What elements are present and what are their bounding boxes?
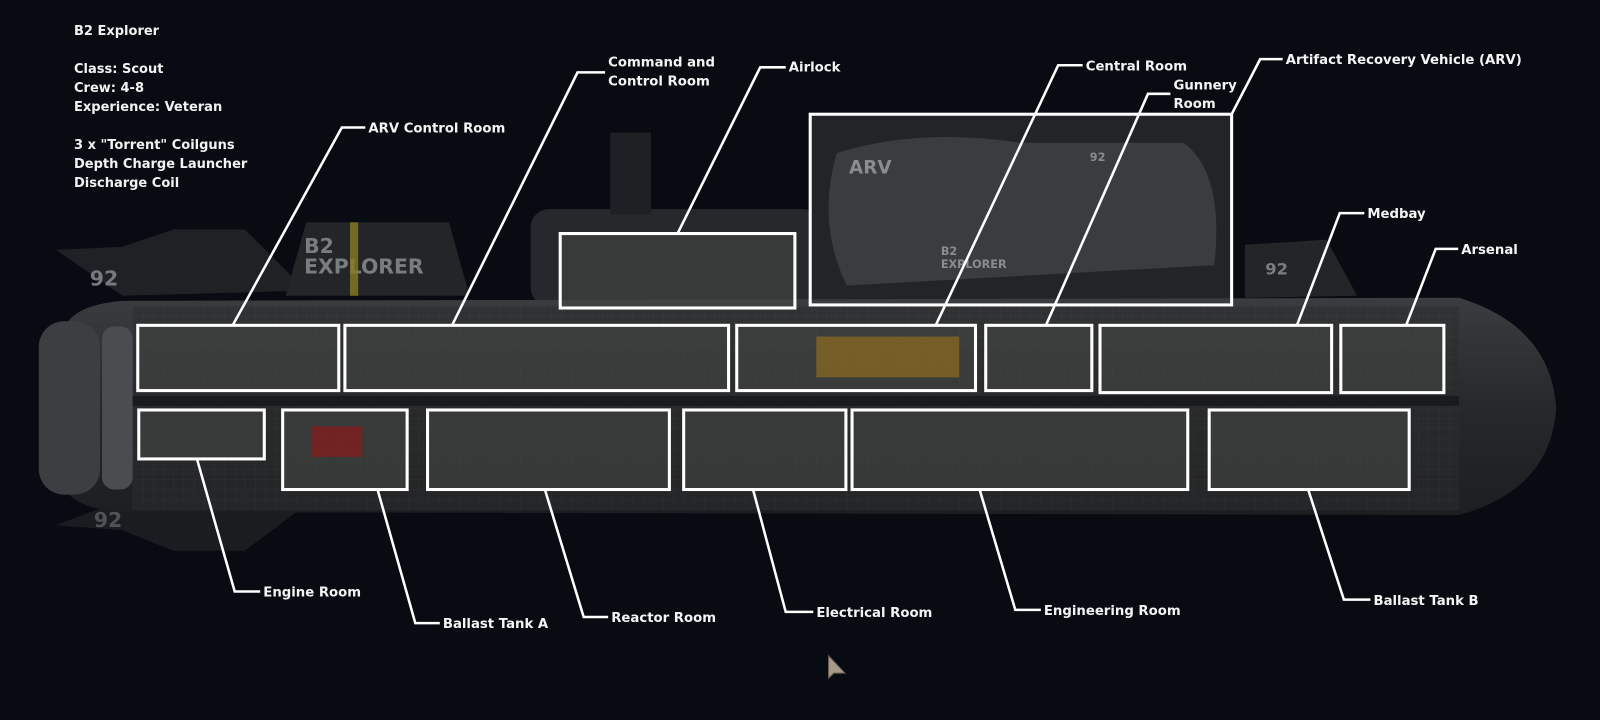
- room-arsenal[interactable]: [1339, 323, 1446, 395]
- room-outlines: [136, 112, 1446, 492]
- submarine-info-panel: B2 Explorer Class: Scout Crew: 4-8 Exper…: [74, 22, 247, 193]
- label-ballast-b: Ballast Tank B: [1373, 594, 1478, 609]
- sub-class: Class: Scout: [74, 62, 164, 77]
- room-reactor[interactable]: [426, 408, 671, 492]
- label-reactor: Reactor Room: [611, 611, 716, 626]
- label-engineering: Engineering Room: [1044, 604, 1181, 619]
- label-medbay: Medbay: [1367, 207, 1426, 222]
- label-central: Central Room: [1086, 59, 1187, 74]
- room-ballast-b[interactable]: [1207, 408, 1411, 492]
- leader-lines: [195, 57, 1459, 625]
- label-command-line1: Command and: [608, 55, 715, 70]
- room-arv[interactable]: [808, 112, 1234, 307]
- weapon-item: Discharge Coil: [74, 176, 180, 191]
- room-command-control[interactable]: [343, 323, 731, 393]
- svg-text:EXPLORER: EXPLORER: [941, 258, 1007, 271]
- hull-name-line1: B2: [304, 234, 334, 258]
- sub-title: B2 Explorer: [74, 24, 160, 39]
- label-command-line2: Control Room: [608, 75, 710, 90]
- room-labels: ARV Control Room Command and Control Roo…: [263, 53, 1522, 632]
- label-engine: Engine Room: [263, 586, 361, 601]
- label-electrical: Electrical Room: [816, 606, 932, 621]
- hull-name-line2: EXPLORER: [304, 254, 424, 278]
- label-arsenal: Arsenal: [1461, 243, 1518, 258]
- label-ballast-a: Ballast Tank A: [443, 617, 549, 632]
- label-gunnery-line1: Gunnery: [1173, 79, 1237, 94]
- label-gunnery-line2: Room: [1173, 97, 1215, 112]
- weapon-item: 3 x "Torrent" Coilguns: [74, 138, 235, 153]
- propeller-shroud: [38, 321, 100, 495]
- label-arv: Artifact Recovery Vehicle (ARV): [1286, 53, 1522, 68]
- weapon-item: Depth Charge Launcher: [74, 157, 248, 172]
- arv-marking: ARV: [849, 157, 892, 178]
- sail-fin: [285, 222, 470, 296]
- sub-crew: Crew: 4-8: [74, 81, 144, 96]
- tail-fin-lower: [56, 499, 307, 551]
- room-gunnery[interactable]: [984, 323, 1094, 393]
- hull-number: 92: [90, 267, 118, 291]
- label-airlock: Airlock: [789, 60, 842, 75]
- room-engine[interactable]: [137, 408, 266, 461]
- room-arv-control[interactable]: [136, 323, 341, 393]
- sub-experience: Experience: Veteran: [74, 100, 223, 115]
- room-engineering[interactable]: [850, 408, 1190, 492]
- svg-text:92: 92: [1090, 151, 1106, 164]
- room-medbay[interactable]: [1098, 323, 1334, 395]
- reactor-fuel-rods: [816, 336, 960, 378]
- svg-text:B2: B2: [941, 245, 957, 258]
- label-arv-control: ARV Control Room: [368, 122, 505, 137]
- tail-fin-upper: [56, 229, 307, 296]
- room-airlock[interactable]: [558, 232, 797, 310]
- room-electrical[interactable]: [682, 408, 848, 492]
- mouse-cursor-icon: [828, 654, 847, 680]
- hull-number: 92: [1265, 259, 1288, 278]
- hull-number: 92: [94, 508, 122, 532]
